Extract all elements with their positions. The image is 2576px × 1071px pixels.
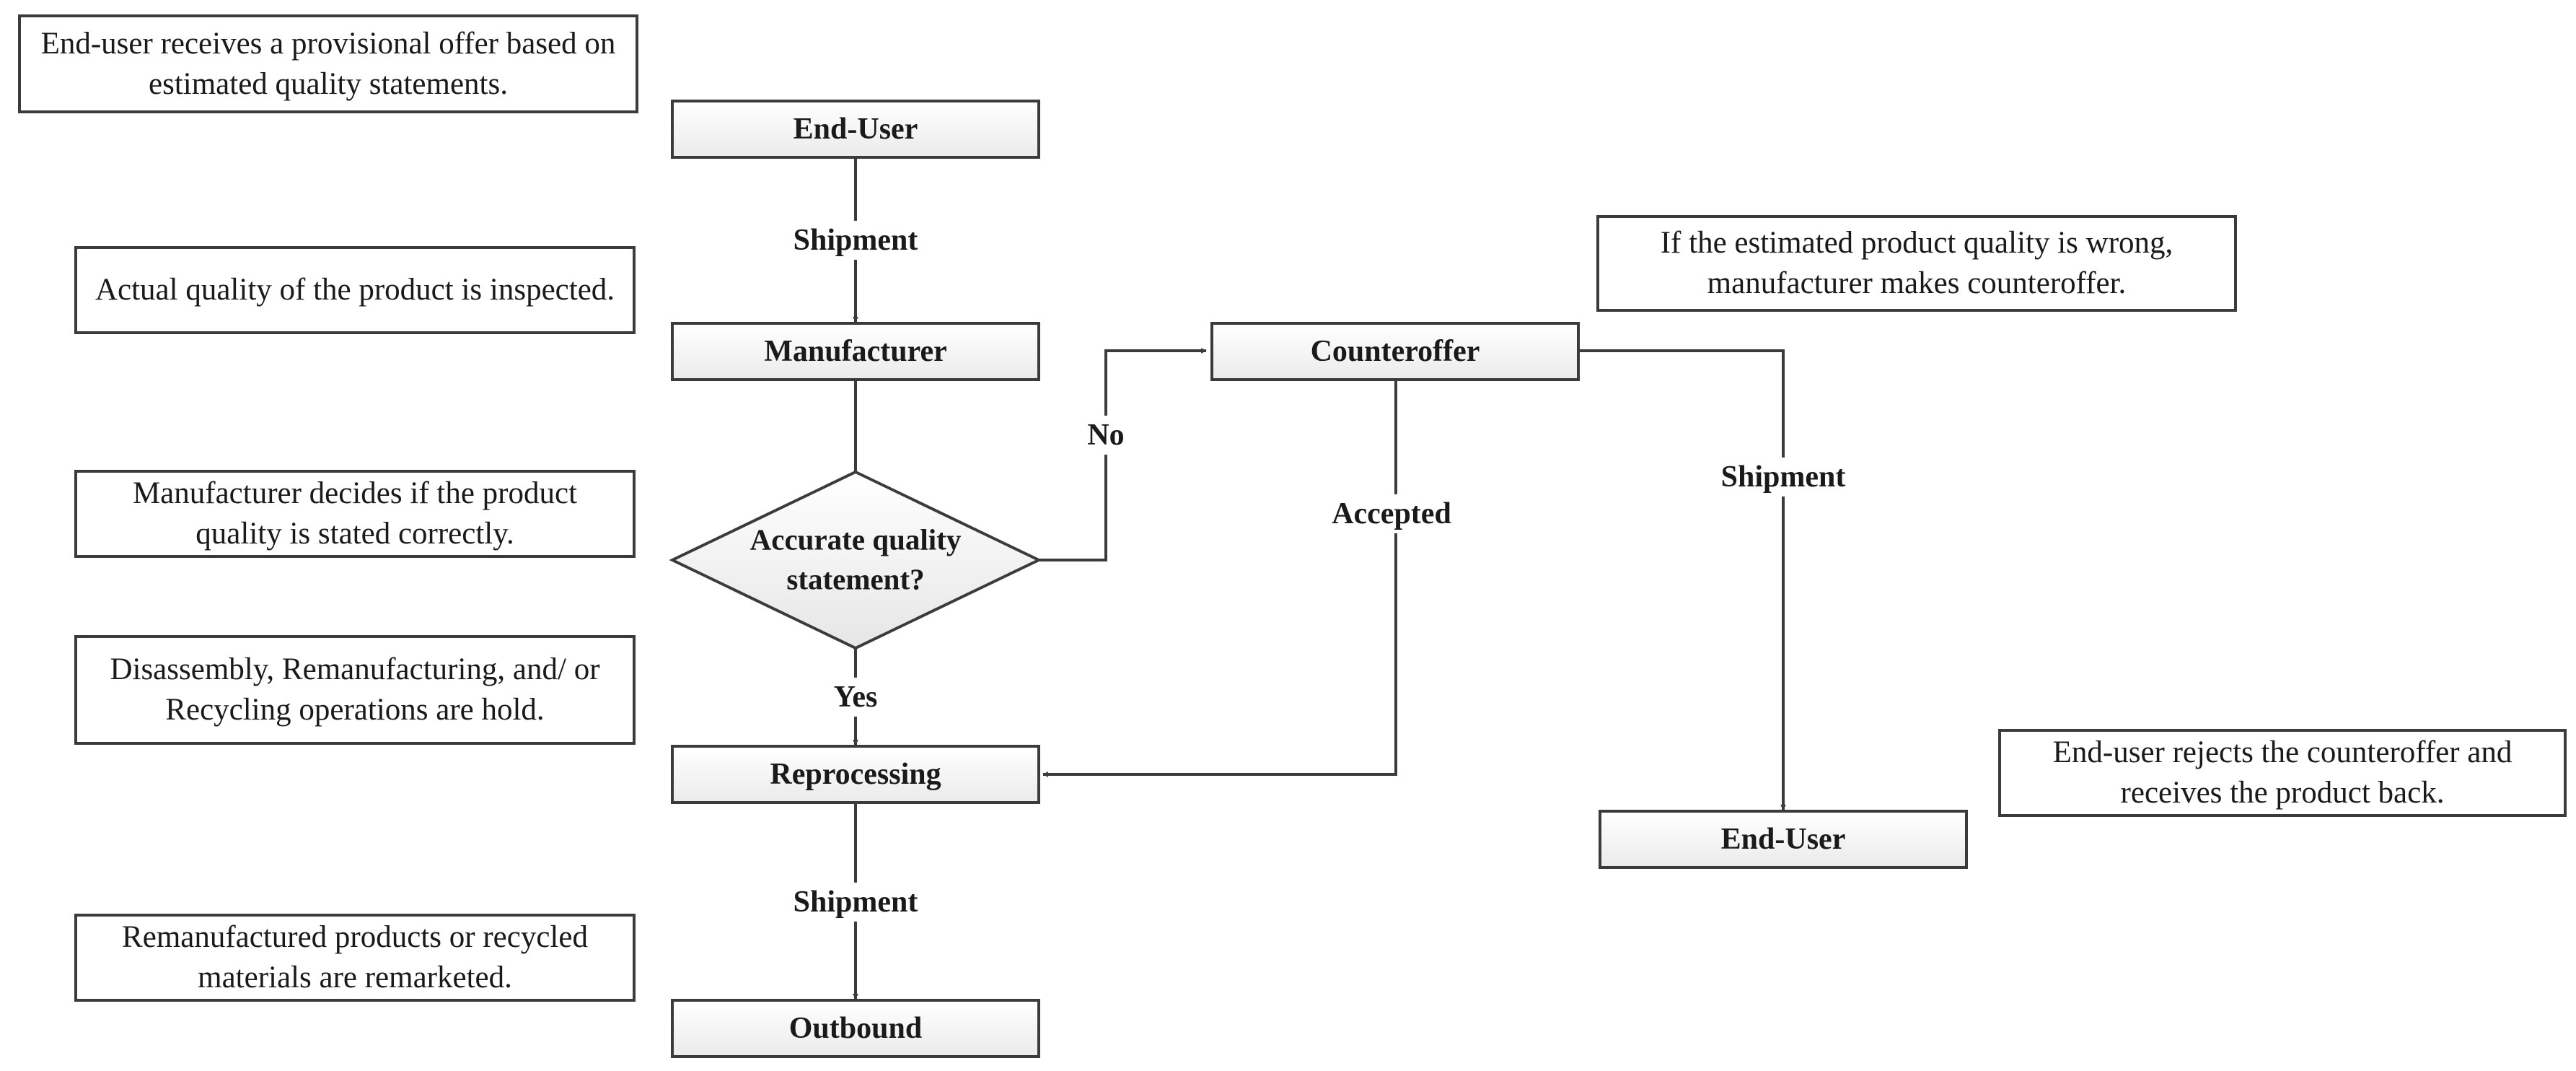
node-end-user: End-User bbox=[671, 100, 1040, 159]
note-decision: Manufacturer decides if the product qual… bbox=[74, 470, 636, 558]
edge-label-accepted: Accepted bbox=[1326, 494, 1457, 534]
edge-label-no: No bbox=[1081, 415, 1130, 455]
note-operations: Disassembly, Remanufacturing, and/ or Re… bbox=[74, 635, 636, 745]
note-rejection: End-user rejects the counteroffer and re… bbox=[1998, 729, 2567, 817]
edge-label-shipment-1: Shipment bbox=[787, 220, 924, 261]
edge-label-shipment-3: Shipment bbox=[787, 882, 924, 922]
note-inspection: Actual quality of the product is inspect… bbox=[74, 246, 636, 334]
node-counteroffer: Counteroffer bbox=[1210, 322, 1580, 381]
decision-diamond bbox=[669, 470, 1042, 650]
node-end-user-return: End-User bbox=[1599, 810, 1968, 869]
note-provisional-offer: End-user receives a provisional offer ba… bbox=[18, 14, 638, 113]
decision-label-line1: Accurate quality bbox=[749, 523, 962, 556]
edge-label-shipment-2: Shipment bbox=[1715, 457, 1852, 497]
edge-counteroffer-enduser bbox=[1580, 349, 1786, 810]
note-remarketed: Remanufactured products or recycled mate… bbox=[74, 914, 636, 1002]
edge-label-yes: Yes bbox=[827, 677, 884, 717]
node-reprocessing: Reprocessing bbox=[671, 745, 1040, 804]
note-counteroffer: If the estimated product quality is wron… bbox=[1596, 215, 2237, 312]
decision-label-line2: statement? bbox=[786, 563, 925, 596]
decision-label: Accurate quality statement? bbox=[750, 520, 962, 600]
node-manufacturer: Manufacturer bbox=[671, 322, 1040, 381]
edge-decision-counteroffer bbox=[1039, 348, 1207, 561]
node-outbound: Outbound bbox=[671, 999, 1040, 1058]
